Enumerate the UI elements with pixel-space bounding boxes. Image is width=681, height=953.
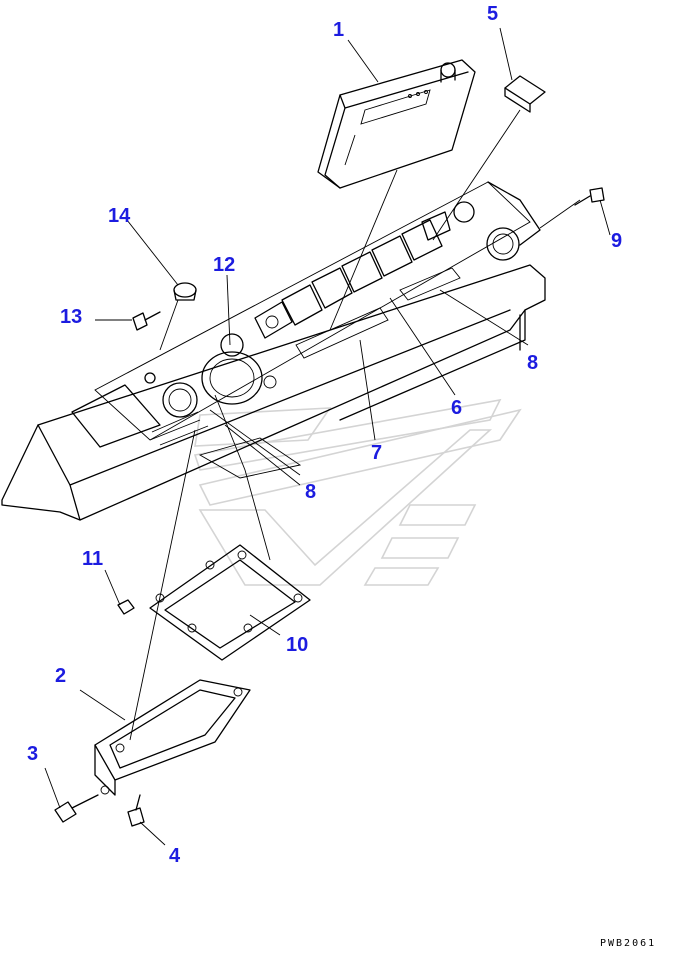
callout-13: 13 <box>60 306 82 328</box>
callout-8-right: 8 <box>527 352 538 374</box>
callout-3: 3 <box>27 743 38 765</box>
part-2-bracket <box>94 679 251 796</box>
part-4-bolt <box>127 794 145 827</box>
callout-2: 2 <box>55 665 66 687</box>
callout-leaders <box>44 27 611 846</box>
callout-14: 14 <box>108 205 131 227</box>
callout-12: 12 <box>213 254 235 276</box>
callout-labels: 1 2 3 4 5 6 7 8 8 9 10 11 12 13 14 <box>27 3 622 867</box>
watermark-logo <box>193 398 522 586</box>
part-11-nut <box>117 599 135 615</box>
callout-11: 11 <box>82 548 103 570</box>
callout-10: 10 <box>286 634 308 656</box>
callout-6: 6 <box>451 397 462 419</box>
part-14-plug <box>173 282 197 301</box>
console-housing <box>1 181 546 521</box>
part-3-bolt <box>54 794 99 823</box>
callout-9: 9 <box>611 230 622 252</box>
callout-5: 5 <box>487 3 498 25</box>
part-10-gasket-plate <box>149 544 311 661</box>
drawing-code: PWB2061 <box>600 938 656 949</box>
switch-row <box>254 181 541 359</box>
callout-1: 1 <box>333 19 344 41</box>
part-1-panel-unit <box>317 59 476 189</box>
harness-lines <box>129 394 301 741</box>
callout-7: 7 <box>371 442 382 464</box>
gauge-cluster <box>144 333 302 479</box>
part-9-screw <box>574 187 605 206</box>
callout-4: 4 <box>169 845 181 867</box>
part-5-cap <box>504 75 546 113</box>
part-13-screw <box>132 311 161 331</box>
callout-8-left: 8 <box>305 481 316 503</box>
